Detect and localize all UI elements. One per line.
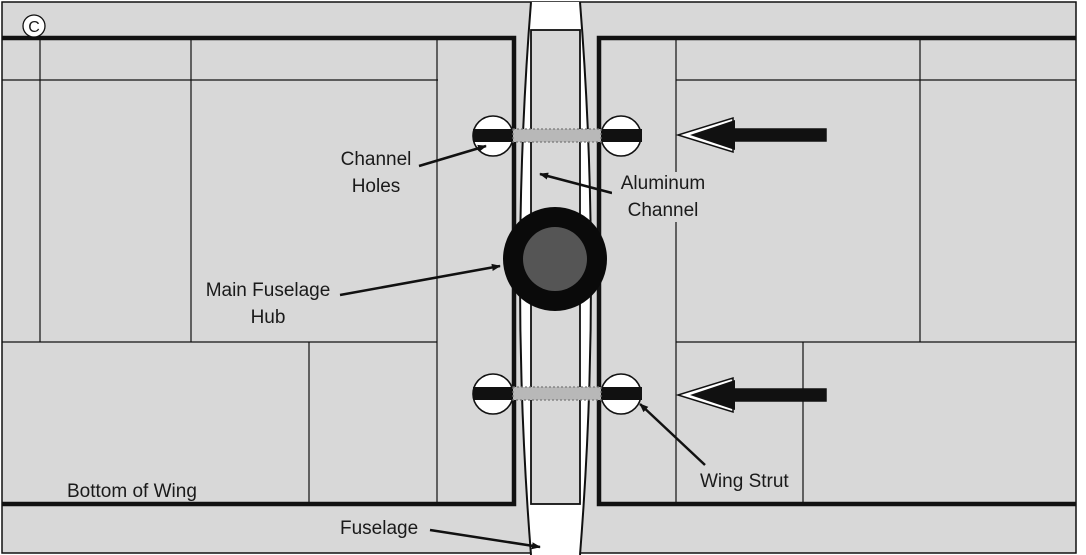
label-channel-holes-1: Channel (341, 149, 412, 170)
panel-letter: C (28, 19, 40, 36)
left-wing-grid (2, 38, 438, 504)
leader-channel-holes (418, 144, 487, 168)
leader-aluminum-channel (539, 172, 613, 195)
label-fuselage: Fuselage (340, 518, 418, 539)
bottom-wing-strut (472, 373, 642, 415)
label-wing-strut: Wing Strut (700, 471, 789, 492)
leader-main-hub (339, 263, 501, 297)
insert-arrow-top (675, 116, 827, 154)
label-main-hub-2: Hub (251, 307, 286, 328)
main-fuselage-hub (503, 207, 607, 311)
label-aluminum-channel-2: Channel (628, 200, 699, 221)
labels: Channel Holes Aluminum Channel Main Fuse… (67, 146, 789, 539)
label-channel-holes-2: Holes (352, 176, 401, 197)
insert-arrow-bottom (675, 376, 827, 414)
label-aluminum-channel-1: Aluminum (621, 173, 705, 194)
label-bottom-of-wing: Bottom of Wing (67, 481, 197, 502)
label-main-hub-1: Main Fuselage (206, 280, 331, 301)
leader-lines (339, 144, 706, 550)
right-wing-grid (675, 38, 1076, 504)
leader-wing-strut (639, 403, 706, 466)
leader-fuselage (429, 528, 541, 550)
panel-letter-badge: C (22, 14, 46, 38)
